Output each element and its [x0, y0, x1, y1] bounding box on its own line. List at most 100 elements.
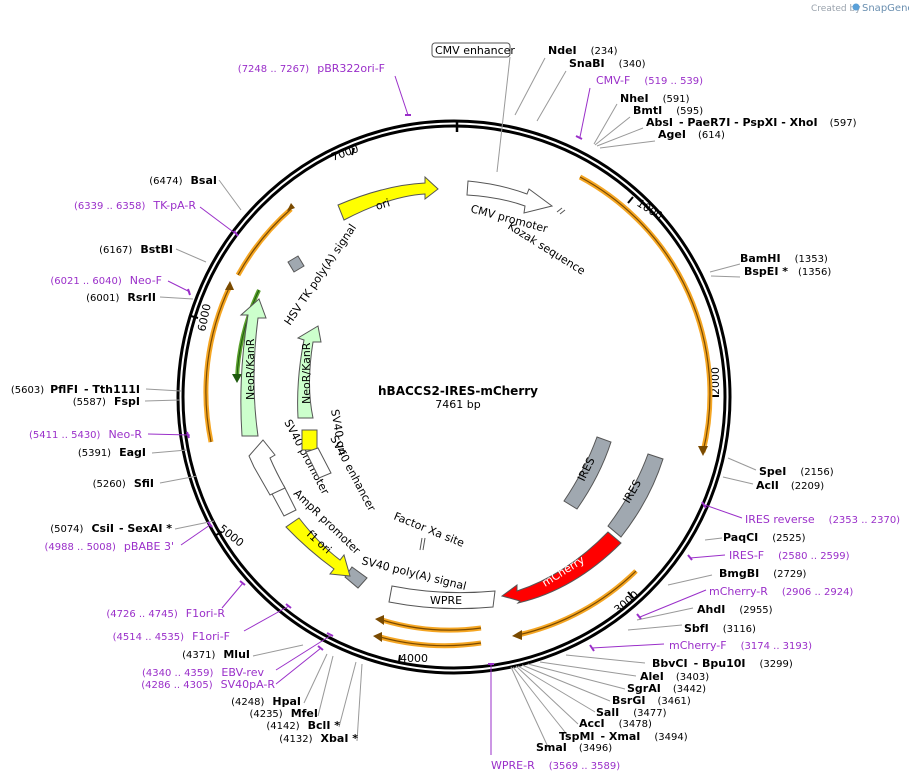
- primer-mcherry-f[interactable]: mCherry-F(3174 .. 3193): [669, 639, 812, 652]
- cmv-enhancer-box[interactable]: [431, 42, 511, 58]
- site-bmgbi[interactable]: BmgBI(2729): [719, 567, 807, 580]
- factor-xa-mark: [419, 537, 423, 551]
- cmv-enhancer-label: CMV enhancer: [435, 44, 515, 57]
- sv40-enhancer-feature[interactable]: [305, 447, 332, 479]
- neo-orf-arrow-icon: [232, 374, 242, 383]
- sv40-enhancer-label: SV40 enhancer: [327, 433, 378, 513]
- primer-ebv-rev[interactable]: (4340 .. 4359)EBV-rev: [142, 666, 264, 679]
- tick-mark-7000: [351, 147, 355, 156]
- f1-ori-feature[interactable]: [285, 517, 351, 577]
- tick-label-4000: 4000: [400, 652, 428, 665]
- site-hpai[interactable]: (4248)HpaI: [231, 695, 301, 708]
- wpre-label: WPRE: [430, 594, 462, 607]
- tick-label-6000: 6000: [195, 303, 214, 333]
- neokanr-outer-feature[interactable]: [239, 298, 267, 437]
- snapgene-logo-icon: [852, 3, 860, 11]
- ori-feature[interactable]: [337, 175, 439, 221]
- site-csii[interactable]: (5074)CsiI- SexAI *: [50, 522, 172, 535]
- site-mlui[interactable]: (4371)MluI: [182, 648, 250, 661]
- primer-ires-reverse[interactable]: IRES reverse(2353 .. 2370): [745, 513, 900, 526]
- site-bmti[interactable]: BmtI(595): [633, 104, 703, 117]
- primer-wpre-r[interactable]: WPRE-R(3569 .. 3589): [491, 759, 620, 772]
- site-ahdi[interactable]: AhdI(2955): [697, 603, 773, 616]
- site-bstbi[interactable]: (6167)BstBI: [99, 243, 173, 256]
- orf-arc-5-arrow-icon: [225, 281, 234, 290]
- sv40-promoter-label: SV40 promoter: [281, 417, 332, 497]
- site-bsai[interactable]: (6474)BsaI: [149, 174, 217, 187]
- tick-mark-1000: [627, 196, 634, 204]
- site-sgrai[interactable]: SgrAI(3442): [627, 682, 706, 695]
- brand-name: SnapGene: [862, 3, 909, 14]
- kozak-mark: [556, 207, 563, 213]
- orf-arc-2-arrow-icon: [512, 630, 522, 640]
- orf-arc-6[interactable]: [235, 207, 293, 277]
- site-mfei[interactable]: (4235)MfeI: [249, 707, 318, 720]
- plasmid-length: 7461 bp: [435, 398, 480, 411]
- hsv-tk-feature[interactable]: [287, 255, 305, 273]
- created-by-label: Created by: [811, 4, 861, 14]
- site-absi[interactable]: AbsI- PaeR7I - PspXI - XhoI(597): [646, 116, 857, 129]
- site-ndei[interactable]: NdeI(234): [548, 44, 618, 57]
- site-agei[interactable]: AgeI(614): [658, 128, 725, 141]
- wpre-feature[interactable]: [388, 585, 496, 610]
- primer-f1ori-r[interactable]: (4726 .. 4745)F1ori-R: [106, 607, 225, 620]
- ori-label: ori: [374, 196, 391, 213]
- sv40-promoter-feature[interactable]: [248, 439, 286, 496]
- site-bamhi[interactable]: BamHI(1353): [740, 252, 828, 265]
- site-pflfi[interactable]: (5603)PflFI- Tth111I: [11, 383, 140, 396]
- site-acli[interactable]: AclI(2209): [756, 479, 824, 492]
- sv40-polya-label: SV40 poly(A) signal: [360, 554, 467, 593]
- site-bsrgi[interactable]: BsrGI(3461): [612, 694, 691, 707]
- backbone-outer: [176, 119, 732, 675]
- site-leaders: [144, 57, 757, 748]
- factor-xa-label: Factor Xa site: [392, 510, 466, 550]
- site-smai[interactable]: SmaI(3496): [536, 741, 612, 754]
- site-bcli[interactable]: (4142)BclI *: [266, 719, 340, 732]
- site-alei[interactable]: AleI(3403): [640, 670, 709, 683]
- orf-arc-1[interactable]: [578, 174, 713, 453]
- ires-outer-feature[interactable]: [607, 453, 664, 538]
- primer-neo-f[interactable]: (6021 .. 6040)Neo-F: [50, 274, 162, 287]
- primer-ires-f[interactable]: IRES-F(2580 .. 2599): [729, 549, 850, 562]
- mcherry-feature[interactable]: [500, 531, 622, 604]
- orf-arc-3-core: [381, 619, 482, 631]
- site-spei[interactable]: SpeI(2156): [759, 465, 834, 478]
- site-nhei[interactable]: NheI(591): [620, 92, 690, 105]
- site-xbai[interactable]: (4132)XbaI *: [279, 732, 358, 745]
- site-sfii[interactable]: (5260)SfiI: [93, 477, 154, 490]
- primer-pbr322ori-f[interactable]: (7248 .. 7267)pBR322ori-F: [238, 62, 385, 75]
- site-sali[interactable]: SalI(3477): [596, 706, 667, 719]
- site-snabi[interactable]: SnaBI(340): [569, 57, 646, 70]
- site-rsrii[interactable]: (6001)RsrII: [86, 291, 156, 304]
- neo-orf-arc-core: [236, 289, 260, 379]
- neokanr-inner-feature[interactable]: [296, 325, 322, 419]
- neokanr-inner-label: NeoR/KanR: [300, 342, 313, 404]
- site-paqci[interactable]: PaqCI(2525): [723, 531, 806, 544]
- orf-arc-5-core: [205, 285, 231, 443]
- backbone-inner: [181, 124, 727, 670]
- orf-arc-4-core: [379, 636, 482, 647]
- primer-mcherry-r[interactable]: mCherry-R(2906 .. 2924): [709, 585, 853, 598]
- primer-cmv-f[interactable]: CMV-F(519 .. 539): [596, 74, 703, 87]
- ires-inner-feature[interactable]: [563, 436, 612, 510]
- plasmid-name: hBACCS2-IRES-mCherry: [378, 384, 538, 398]
- tick-mark-3000: [627, 591, 634, 599]
- primer-f1ori-f[interactable]: (4514 .. 4535)F1ori-F: [113, 630, 230, 643]
- site-acci[interactable]: AccI(3478): [579, 717, 652, 730]
- primer-tk-pa-r[interactable]: (6339 .. 6358)TK-pA-R: [74, 199, 196, 212]
- cmv-promoter-feature[interactable]: [466, 180, 554, 214]
- site-eagi[interactable]: (5391)EagI: [78, 446, 146, 459]
- primer-neo-r[interactable]: (5411 .. 5430)Neo-R: [29, 428, 142, 441]
- orf-arc-2-core: [517, 570, 637, 636]
- site-bbvci[interactable]: BbvCI- Bpu10I(3299): [652, 657, 793, 670]
- orf-arc-3[interactable]: [381, 617, 482, 633]
- orf-arc-1-arrow-icon: [698, 446, 708, 456]
- sv40-ori-feature[interactable]: [301, 429, 318, 451]
- site-bspei[interactable]: BspEI *(1356): [744, 265, 831, 278]
- site-fspi[interactable]: (5587)FspI: [73, 395, 140, 408]
- site-tspmi[interactable]: TspMI- XmaI(3494): [559, 730, 688, 743]
- site-sbfi[interactable]: SbfI(3116): [684, 622, 756, 635]
- primer-pbabe-3[interactable]: (4988 .. 5008)pBABE 3': [45, 540, 175, 553]
- primer-sv40pa-r[interactable]: (4286 .. 4305)SV40pA-R: [141, 678, 275, 691]
